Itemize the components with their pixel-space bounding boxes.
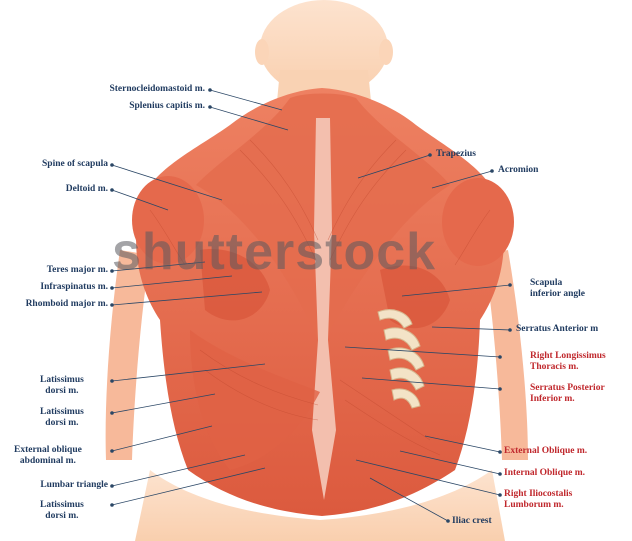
- label-splenius-capitis: Splenius capitis m.: [129, 101, 205, 112]
- label-lumbar-triangle: Lumbar triangle: [40, 480, 108, 491]
- label-infraspinatus: Infraspinatus m.: [40, 282, 108, 293]
- label-trapezius: Trapezius: [436, 149, 476, 160]
- label-external-oblique-right: External Oblique m.: [504, 446, 587, 457]
- watermark-text: shutterstock: [112, 222, 436, 282]
- label-teres-major: Teres major m.: [47, 265, 108, 276]
- label-acromion: Acromion: [498, 165, 538, 176]
- label-spine-of-scapula: Spine of scapula: [42, 159, 108, 170]
- label-rhomboid-major: Rhomboid major m.: [26, 299, 108, 310]
- label-sternocleidomastoid: Sternocleidomastoid m.: [109, 84, 205, 95]
- label-internal-oblique: Internal Oblique m.: [504, 468, 585, 479]
- label-iliac-crest: Iliac crest: [452, 516, 492, 527]
- right-deltoid: [442, 178, 514, 266]
- label-serratus-anterior: Serratus Anterior m: [516, 324, 598, 335]
- label-deltoid: Deltoid m.: [66, 184, 108, 195]
